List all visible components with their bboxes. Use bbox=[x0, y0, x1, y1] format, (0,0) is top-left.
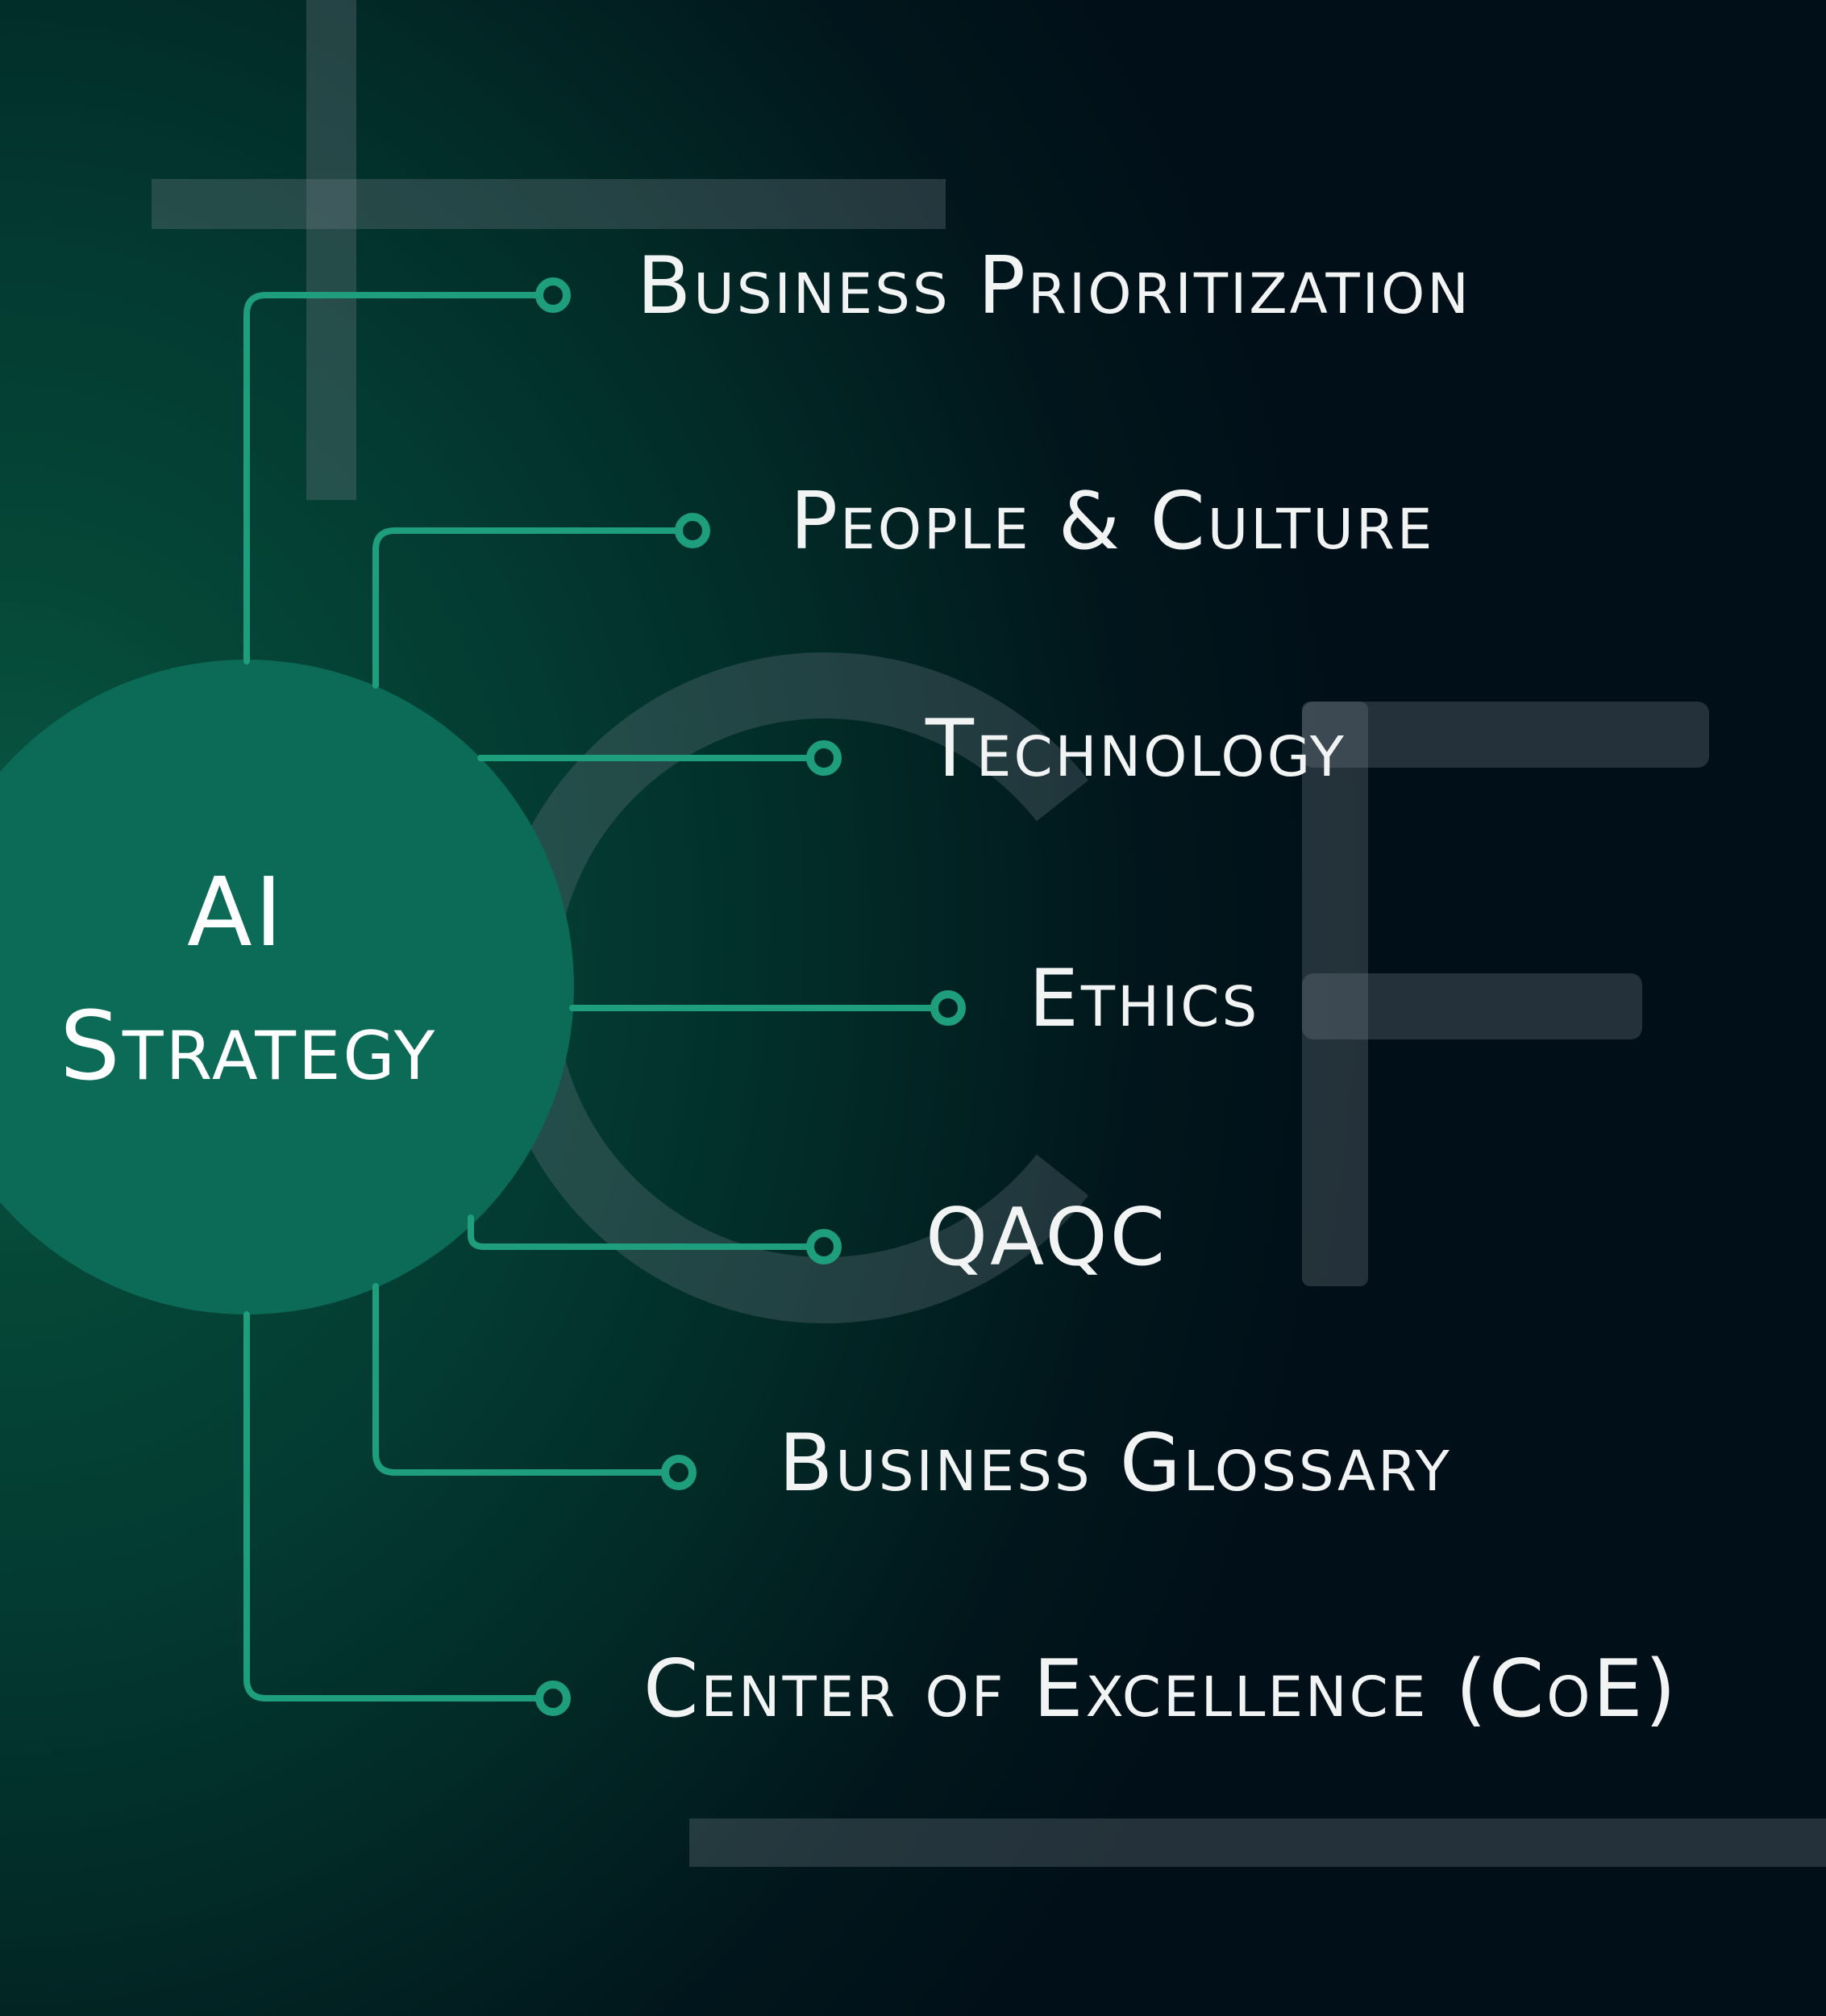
watermark-bottom-bar bbox=[689, 1818, 1826, 1867]
node-dot-ethics bbox=[930, 990, 966, 1026]
connector-people-culture bbox=[372, 527, 683, 689]
watermark-cross-vertical bbox=[306, 0, 356, 500]
connector-business-prioritization bbox=[243, 292, 543, 664]
branch-label-center-of-excellence: Center of Excellence (CoE) bbox=[643, 1643, 1678, 1735]
branch-label-qaqc: QAQC bbox=[925, 1192, 1168, 1284]
hub-circle bbox=[0, 660, 574, 1314]
watermark-cross-horizontal bbox=[152, 179, 946, 229]
node-dot-business-prioritization bbox=[535, 277, 571, 313]
node-dot-technology bbox=[806, 740, 842, 776]
branch-label-business-glossary: Business Glossary bbox=[779, 1418, 1452, 1510]
connector-center-of-excellence bbox=[243, 1311, 543, 1702]
node-dot-business-glossary bbox=[661, 1455, 697, 1490]
node-dot-qaqc bbox=[806, 1229, 842, 1264]
branch-label-ethics: Ethics bbox=[1029, 953, 1260, 1045]
node-dot-center-of-excellence bbox=[535, 1681, 571, 1716]
node-dot-people-culture bbox=[675, 513, 710, 548]
connector-business-glossary bbox=[372, 1283, 669, 1476]
branch-label-people-culture: People & Culture bbox=[790, 476, 1435, 568]
hub-title-line2: Strategy bbox=[60, 990, 438, 1102]
branch-label-technology: Technology bbox=[925, 703, 1346, 795]
connector-qaqc bbox=[468, 1214, 814, 1250]
hub-title-line1: AI bbox=[187, 856, 285, 968]
branch-label-business-prioritization: Business Prioritization bbox=[637, 240, 1471, 332]
